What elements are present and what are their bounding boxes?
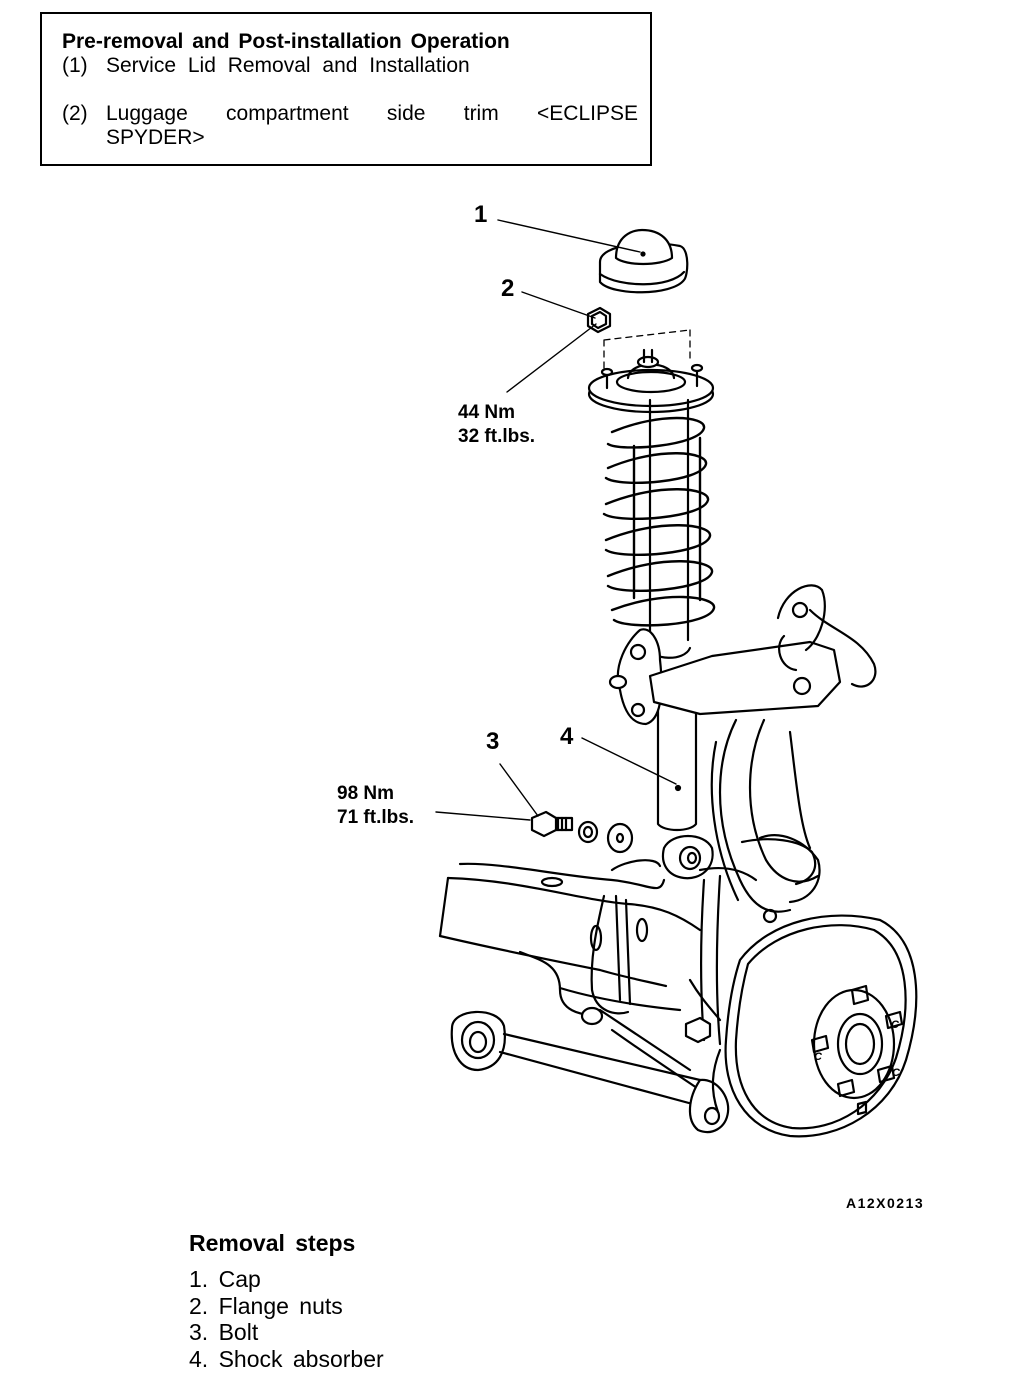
callout-2: 2 xyxy=(501,275,515,302)
shock-lower-eye xyxy=(661,835,714,880)
crossmember xyxy=(438,838,817,1092)
step-number: 2. xyxy=(189,1292,209,1319)
hub-mark-c3: C xyxy=(892,1067,901,1079)
step-number: 3. xyxy=(189,1319,209,1345)
item-number: (1) xyxy=(62,54,88,77)
torque-spec-bolt: 98 Nm 71 ft.lbs. xyxy=(337,782,414,830)
torque-ftlbs: 71 ft.lbs. xyxy=(337,807,415,828)
step-label: Bolt xyxy=(218,1319,259,1345)
brake-disc-hub xyxy=(711,914,918,1138)
item-text-line2: SPYDER> xyxy=(106,126,205,149)
figure-code: A12X0213 xyxy=(846,1195,925,1211)
bolt-part xyxy=(530,810,634,854)
step-number: 4. xyxy=(189,1345,209,1372)
upper-arm xyxy=(648,584,877,716)
trailing-arm xyxy=(710,718,821,924)
list-item: 1. Cap xyxy=(189,1266,384,1293)
hub-mark-c1: C xyxy=(891,1019,900,1031)
callout-1: 1 xyxy=(474,201,488,228)
lower-bracket xyxy=(608,628,663,726)
pre-operation-item-2: (2) Luggage compartment side trim <ECLIPS… xyxy=(62,102,638,126)
item-text-line1: Luggage compartment side trim <ECLIPSE xyxy=(106,102,638,125)
torque-nm: 98 Nm xyxy=(337,783,395,804)
hub-mark-c2: C xyxy=(814,1051,823,1063)
torque-nm: 44 Nm xyxy=(458,402,516,423)
torque-ftlbs: 32 ft.lbs. xyxy=(458,426,536,447)
pre-operation-item-1: (1) Service Lid Removal and Installation xyxy=(62,54,470,78)
torque-leader-98 xyxy=(435,811,531,821)
list-item: 3. Bolt xyxy=(189,1319,384,1346)
cap-part xyxy=(598,228,689,294)
item-number: (2) xyxy=(62,102,88,125)
step-label: Shock absorber xyxy=(218,1345,384,1372)
torque-spec-flange-nut: 44 Nm 32 ft.lbs. xyxy=(458,401,535,449)
removal-steps-title: Removal steps xyxy=(189,1230,356,1256)
item-text: Service Lid Removal and Installation xyxy=(106,54,470,77)
coil-spring-part xyxy=(602,416,716,627)
removal-steps-list: 1. Cap 2. Flange nuts 3. Bolt 4. Shock a… xyxy=(189,1266,384,1372)
leader-line-4 xyxy=(581,737,677,785)
lateral-rod xyxy=(450,1010,730,1134)
step-number: 1. xyxy=(189,1266,209,1292)
leader-line-3 xyxy=(499,763,539,817)
leader-line-2 xyxy=(521,291,596,319)
callout-4: 4 xyxy=(560,723,574,750)
step-label: Flange nuts xyxy=(218,1292,343,1319)
pre-operation-box: Pre-removal and Post-installation Operat… xyxy=(40,12,652,166)
pre-operation-title: Pre-removal and Post-installation Operat… xyxy=(62,30,510,53)
list-item: 2. Flange nuts xyxy=(189,1293,384,1320)
callout-3: 3 xyxy=(486,728,500,755)
list-item: 4. Shock absorber xyxy=(189,1346,384,1373)
upper-mount xyxy=(587,348,715,414)
shock-absorber-part xyxy=(646,398,698,832)
torque-leader-44 xyxy=(506,323,597,393)
step-label: Cap xyxy=(218,1266,261,1292)
leader-line-1 xyxy=(497,219,641,253)
